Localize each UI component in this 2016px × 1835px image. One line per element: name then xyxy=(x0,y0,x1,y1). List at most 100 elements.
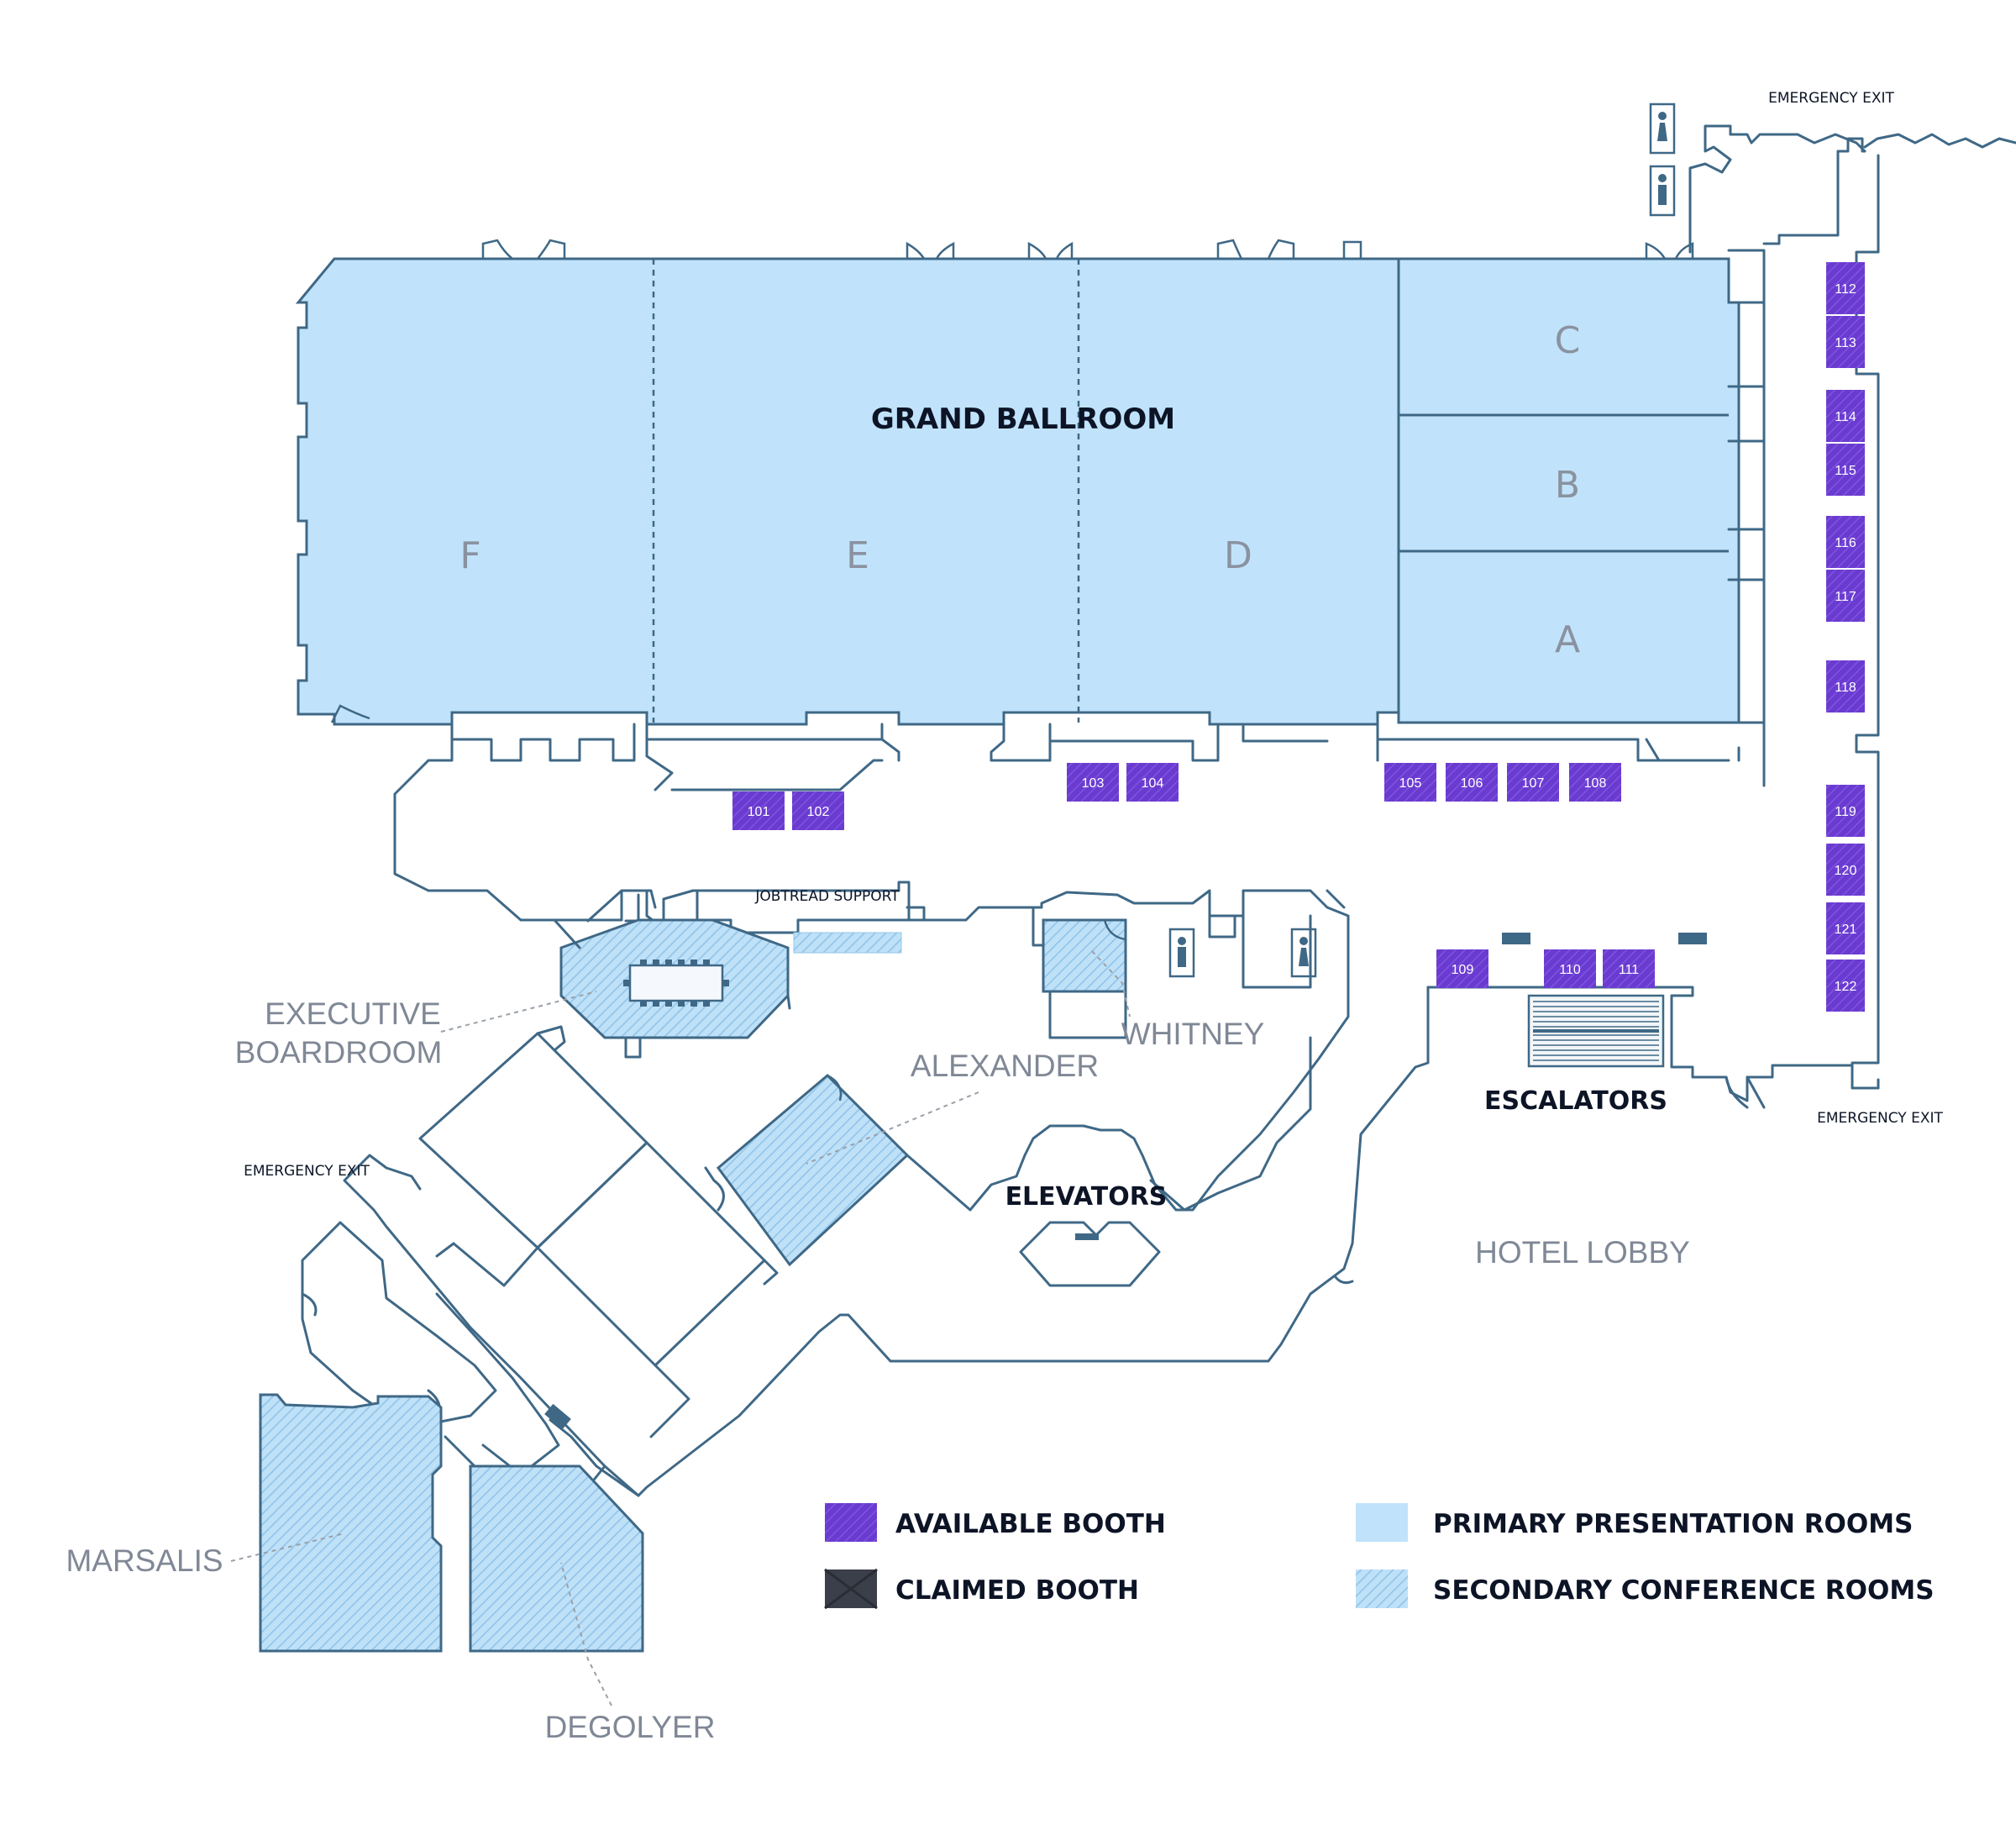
booth-120[interactable]: 120 xyxy=(1826,844,1865,896)
svg-text:114: 114 xyxy=(1835,410,1856,424)
restroom-mid-men-icon xyxy=(1178,937,1186,967)
booth-103[interactable]: 103 xyxy=(1067,763,1119,802)
restroom-mid-men-box xyxy=(1168,928,1195,978)
svg-text:106: 106 xyxy=(1461,776,1483,791)
boardroom-leader xyxy=(440,991,597,1033)
svg-text:103: 103 xyxy=(1082,776,1105,791)
pillar-west xyxy=(544,1403,571,1430)
marsalis-leader xyxy=(230,1533,345,1562)
booth-107[interactable]: 107 xyxy=(1507,763,1559,802)
escalators[interactable] xyxy=(1527,994,1665,1068)
degolyer-leader xyxy=(560,1562,612,1706)
svg-text:108: 108 xyxy=(1584,776,1607,791)
marsalis-room[interactable] xyxy=(259,1393,443,1653)
svg-text:120: 120 xyxy=(1835,864,1857,878)
svg-text:119: 119 xyxy=(1835,805,1856,819)
pillar-lobby-left xyxy=(1502,933,1530,944)
whitney-leader xyxy=(1091,950,1131,1017)
booth-111[interactable]: 111 xyxy=(1603,949,1655,988)
svg-text:102: 102 xyxy=(807,805,830,819)
executive-boardroom[interactable] xyxy=(559,918,790,1039)
legend-primary-swatch xyxy=(1356,1503,1408,1542)
alexander-side-wall xyxy=(906,1124,1157,1212)
ballroom-title: GRAND BALLROOM xyxy=(871,402,1175,436)
section-f-label: F xyxy=(459,534,480,577)
alexander-leader xyxy=(806,1091,979,1165)
booth-114[interactable]: 114 xyxy=(1826,390,1865,442)
degolyer-room[interactable] xyxy=(469,1464,644,1653)
booth-108[interactable]: 108 xyxy=(1569,763,1621,802)
section-c-label: C xyxy=(1555,319,1581,362)
svg-text:101: 101 xyxy=(748,805,770,819)
booth-102[interactable]: 102 xyxy=(792,791,844,830)
booth-122[interactable]: 122 xyxy=(1826,960,1865,1012)
booth-121[interactable]: 121 xyxy=(1826,902,1865,954)
legend: AVAILABLE BOOTH CLAIMED BOOTH PRIMARY PR… xyxy=(824,1503,1935,1610)
emergency-exit-left-label: EMERGENCY EXIT xyxy=(244,1163,370,1180)
restroom-women-icon xyxy=(1657,112,1667,141)
booth-116[interactable]: 116 xyxy=(1826,516,1865,568)
executive-boardroom-label-line1: EXECUTIVE xyxy=(265,996,441,1031)
svg-text:121: 121 xyxy=(1835,923,1857,937)
alexander-room[interactable] xyxy=(716,1073,910,1267)
section-b-label: B xyxy=(1555,464,1580,507)
boardroom-chairs xyxy=(623,960,729,1007)
alexander-label: ALEXANDER xyxy=(911,1049,1099,1083)
booth-101[interactable]: 101 xyxy=(732,791,785,830)
restrooms-top xyxy=(1649,103,1676,217)
section-a-label: A xyxy=(1555,618,1580,661)
jobtread-support-area[interactable] xyxy=(793,932,902,954)
restroom-mid-women-box xyxy=(1290,928,1317,978)
emergency-exit-right-label: EMERGENCY EXIT xyxy=(1817,1110,1943,1127)
boardroom-door xyxy=(624,1036,642,1059)
svg-text:117: 117 xyxy=(1835,590,1856,604)
svg-text:118: 118 xyxy=(1835,681,1856,695)
marsalis-label: MARSALIS xyxy=(66,1543,223,1578)
restroom-men-icon xyxy=(1658,174,1667,205)
legend-available-label: AVAILABLE BOOTH xyxy=(895,1509,1166,1539)
elevators-label: ELEVATORS xyxy=(1005,1182,1168,1212)
booth-112[interactable]: 112 xyxy=(1826,262,1865,314)
grand-ballroom[interactable] xyxy=(295,249,1766,749)
booth-106[interactable]: 106 xyxy=(1446,763,1498,802)
booth-105[interactable]: 105 xyxy=(1384,763,1436,802)
svg-text:110: 110 xyxy=(1559,963,1581,977)
legend-secondary-label: SECONDARY CONFERENCE ROOMS xyxy=(1433,1575,1935,1606)
legend-claimed-swatch xyxy=(824,1568,878,1610)
svg-text:122: 122 xyxy=(1835,980,1857,994)
booth-119[interactable]: 119 xyxy=(1826,785,1865,837)
lobby-walls xyxy=(637,986,1854,1497)
svg-text:116: 116 xyxy=(1835,536,1856,550)
booth-117[interactable]: 117 xyxy=(1826,570,1865,622)
hotel-lobby-label: HOTEL LOBBY xyxy=(1475,1235,1690,1270)
booth-115[interactable]: 115 xyxy=(1826,444,1865,496)
legend-claimed-label: CLAIMED BOOTH xyxy=(895,1575,1139,1606)
escalators-label: ESCALATORS xyxy=(1484,1086,1667,1116)
legend-primary-label: PRIMARY PRESENTATION ROOMS xyxy=(1433,1509,1913,1539)
jobtread-support-label: JOBTREAD SUPPORT xyxy=(754,888,900,905)
booth-113[interactable]: 113 xyxy=(1826,316,1865,368)
legend-secondary-swatch xyxy=(1356,1569,1408,1608)
emergency-exit-top-label: EMERGENCY EXIT xyxy=(1768,90,1894,107)
booth-109[interactable]: 109 xyxy=(1436,949,1488,988)
svg-text:112: 112 xyxy=(1835,282,1856,297)
svg-text:113: 113 xyxy=(1835,336,1856,350)
executive-boardroom-label-line2: BOARDROOM xyxy=(235,1035,443,1070)
restroom-mid-women-icon xyxy=(1299,937,1309,966)
elevator-bank[interactable] xyxy=(1019,1221,1161,1287)
pillar-lobby-right xyxy=(1678,933,1707,944)
legend-available-swatch xyxy=(825,1503,877,1542)
mid-right-wall xyxy=(1149,1036,1312,1212)
whitney-label: WHITNEY xyxy=(1121,1017,1265,1051)
booth-118[interactable]: 118 xyxy=(1826,660,1865,712)
svg-text:104: 104 xyxy=(1142,776,1164,791)
whitney-room[interactable] xyxy=(1042,918,1127,993)
booth-104[interactable]: 104 xyxy=(1126,763,1179,802)
booth-110[interactable]: 110 xyxy=(1544,949,1596,988)
svg-text:105: 105 xyxy=(1399,776,1422,791)
svg-text:115: 115 xyxy=(1835,464,1856,478)
svg-text:111: 111 xyxy=(1619,963,1639,977)
section-d-label: D xyxy=(1224,534,1252,577)
section-e-label: E xyxy=(846,534,869,577)
